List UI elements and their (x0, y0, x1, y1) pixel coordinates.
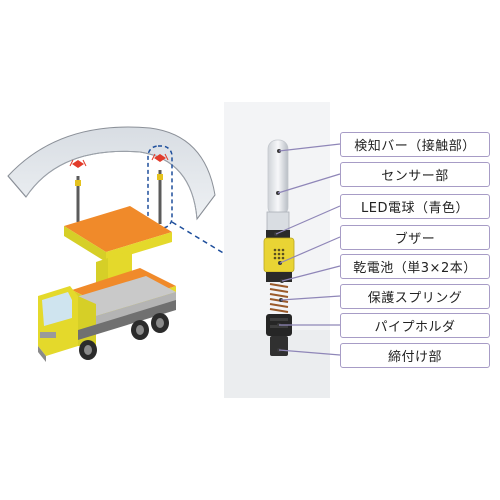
label-led: LED電球（青色） (340, 194, 490, 219)
label-detection-bar: 検知バー（接触部） (340, 132, 490, 157)
sensor-left (69, 159, 87, 222)
canopy (7, 126, 216, 221)
label-clamp: 締付け部 (340, 343, 490, 368)
clamp-part (270, 336, 288, 356)
sensor-right (151, 153, 169, 224)
leader-lines (275, 143, 341, 356)
product-photo (224, 102, 341, 398)
sensor-part (266, 211, 290, 233)
spring-part (269, 283, 289, 313)
truck-chassis (78, 300, 176, 340)
truck-illustration (7, 126, 269, 362)
battery-part (266, 272, 292, 282)
wheels (79, 313, 169, 360)
label-buzzer: ブザー (340, 225, 490, 250)
upper-platform (64, 206, 172, 262)
label-battery: 乾電池（単3×2本） (340, 254, 490, 279)
truck-cab (38, 286, 96, 362)
label-spring: 保護スプリング (340, 284, 490, 309)
label-sensor: センサー部 (340, 162, 490, 187)
label-holder: パイプホルダ (340, 313, 490, 338)
buzzer-holes (273, 248, 285, 260)
